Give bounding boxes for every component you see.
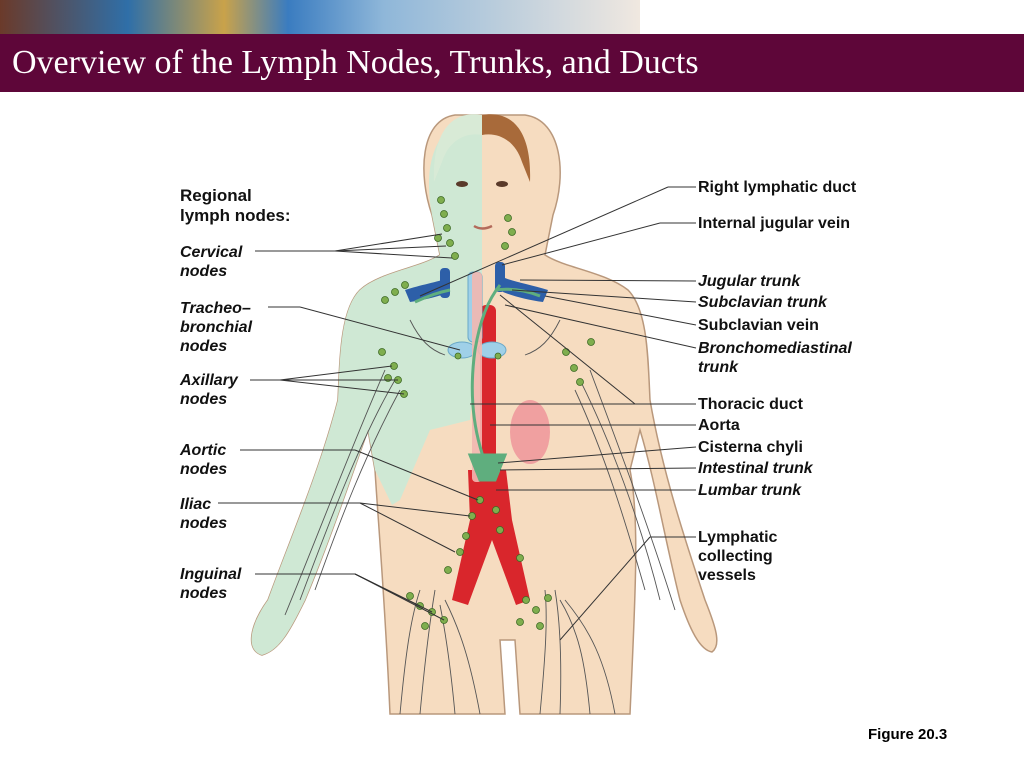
slide-title: Overview of the Lymph Nodes, Trunks, and…: [12, 44, 699, 81]
thoracic-duct: [414, 284, 541, 482]
title-bar: Overview of the Lymph Nodes, Trunks, and…: [0, 34, 1024, 92]
axillary-nodes-label: Axillary nodes: [180, 372, 238, 408]
leader-lines: [218, 186, 697, 641]
regional-lymph-nodes-heading: Regional lymph nodes:: [180, 186, 291, 225]
cervical-nodes-label: Cervical nodes: [180, 244, 243, 280]
lymphatic-system-illustration: [218, 114, 718, 715]
cisterna-chyli-label: Cisterna chyli: [698, 439, 803, 456]
right-lymphatic-duct-label: Right lymphatic duct: [698, 179, 857, 196]
aorta-label: Aorta: [698, 417, 740, 434]
figure-number: Figure 20.3: [868, 726, 948, 743]
inguinal-nodes-label: Inguinal nodes: [180, 566, 242, 602]
bronchomediastinal-trunk-label: Bronchomediastinal trunk: [698, 340, 852, 376]
intestinal-trunk-label: Intestinal trunk: [698, 460, 813, 477]
lymphatic-collecting-vessels-label: Lymphatic collecting vessels: [698, 529, 778, 584]
internal-jugular-vein-label: Internal jugular vein: [698, 215, 851, 232]
stomach: [510, 400, 550, 464]
aortic-nodes-label: Aortic nodes: [180, 442, 228, 478]
lumbar-trunk-label: Lumbar trunk: [698, 482, 802, 499]
jugular-trunk-label: Jugular trunk: [698, 273, 801, 290]
thoracic-duct-label: Thoracic duct: [698, 396, 803, 413]
subclavian-trunk-label: Subclavian trunk: [698, 294, 827, 311]
lymph-nodes: [378, 196, 595, 630]
decorative-banner-image: [0, 0, 640, 34]
iliac-nodes-label: Iliac nodes: [180, 496, 228, 532]
subclavian-vein-label: Subclavian vein: [698, 317, 819, 334]
tracheobronchial-nodes-label: Tracheo– bronchial nodes: [180, 300, 253, 355]
